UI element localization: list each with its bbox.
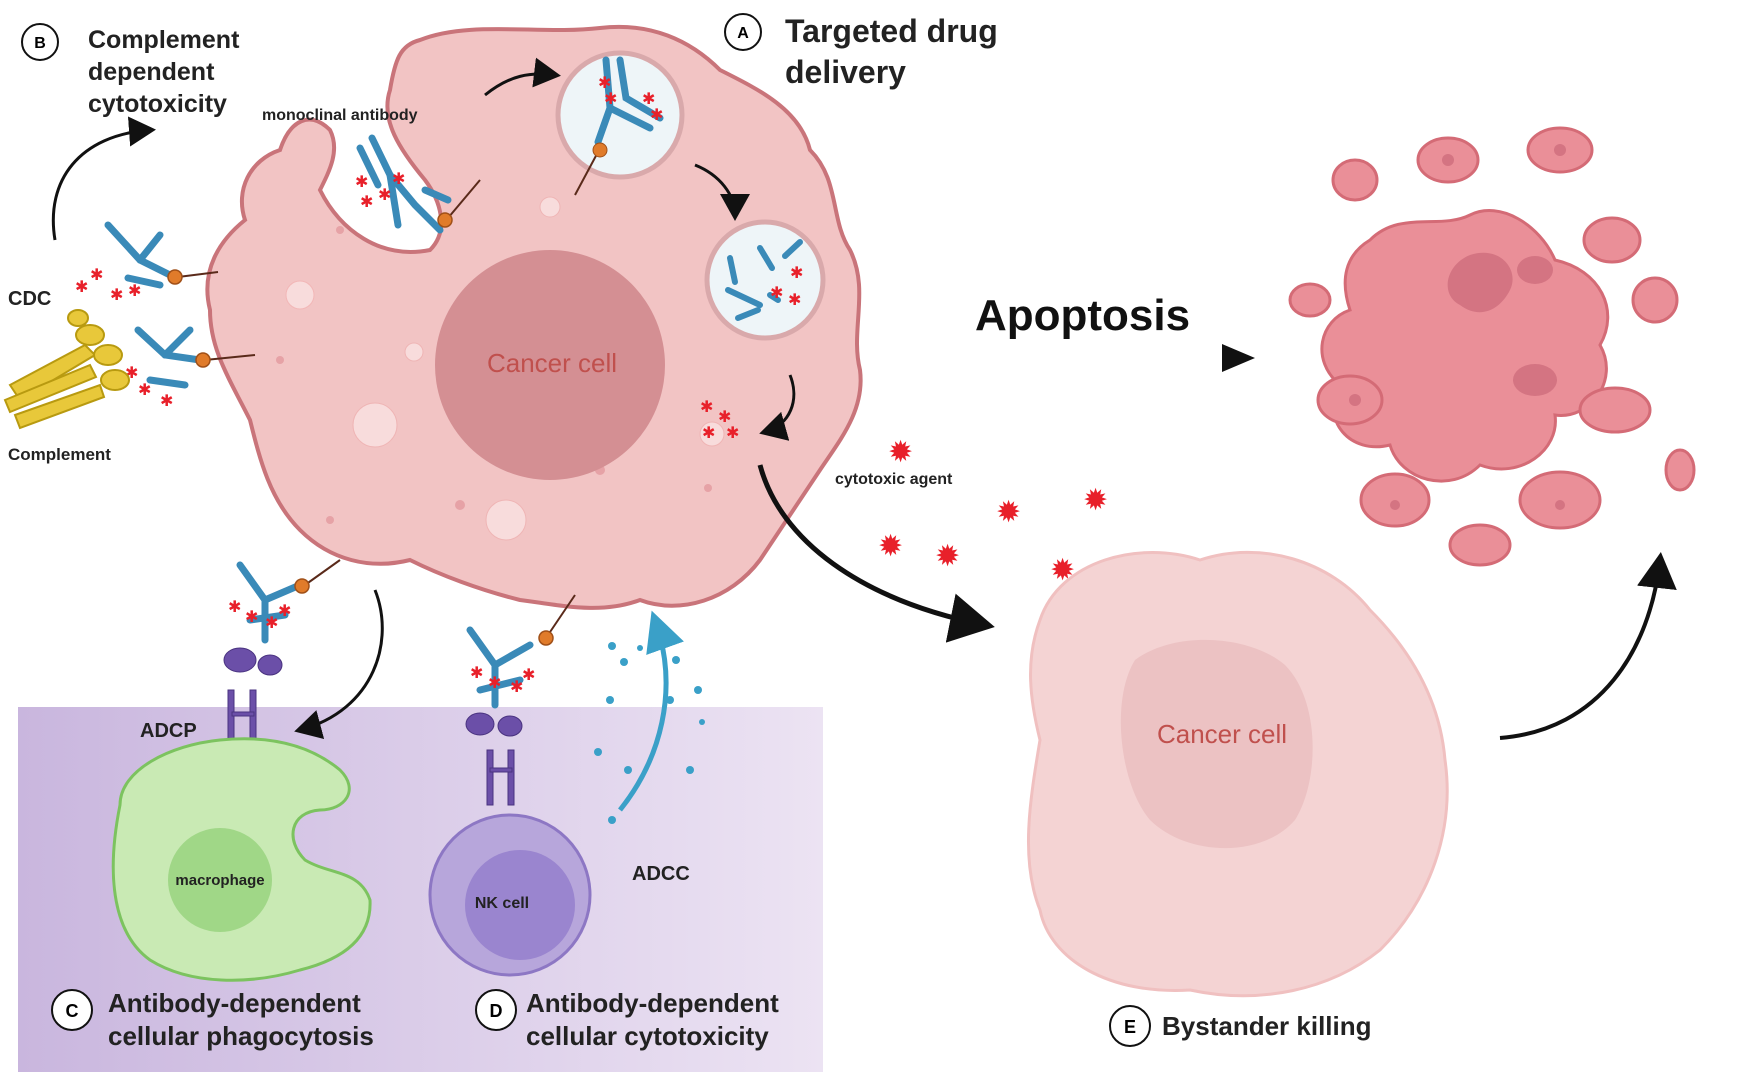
- svg-text:✹: ✹: [935, 540, 960, 573]
- apoptotic-cell: [1288, 126, 1696, 567]
- svg-text:✱: ✱: [138, 382, 151, 399]
- svg-text:✱: ✱: [90, 267, 103, 284]
- linker-nodes: [167, 212, 554, 646]
- apoptotic-cell-details: [1349, 144, 1566, 510]
- svg-text:✱: ✱: [790, 265, 803, 282]
- svg-text:✱: ✱: [770, 285, 783, 302]
- svg-text:A: A: [737, 25, 749, 42]
- svg-text:✱: ✱: [360, 194, 373, 211]
- linkers: [177, 179, 576, 636]
- title-cdc-line2: dependent: [88, 58, 215, 86]
- label-A: A: [724, 13, 762, 51]
- svg-text:✱: ✱: [228, 599, 241, 616]
- svg-text:✹: ✹: [888, 436, 913, 469]
- svg-text:✱: ✱: [128, 283, 141, 300]
- svg-text:D: D: [490, 1001, 503, 1021]
- annotation-cdc: CDC: [8, 288, 51, 310]
- svg-text:✱: ✱: [718, 409, 731, 426]
- svg-text:✱: ✱: [604, 91, 617, 108]
- main-cancer-cell-label: Cancer cell: [487, 348, 617, 378]
- annotation-complement: Complement: [8, 445, 111, 464]
- svg-text:✱: ✱: [470, 665, 483, 682]
- svg-text:✱: ✱: [355, 174, 368, 191]
- svg-text:✱: ✱: [788, 292, 801, 309]
- bystander-cancer-cell: Cancer cell: [1026, 550, 1449, 998]
- annotation-cytotoxic-agent: cytotoxic agent: [835, 471, 953, 488]
- svg-text:✱: ✱: [488, 675, 501, 692]
- drug-payloads: ✱✱✱✱ ✱✱✱✱ ✱✱✱ ✱✱✱✱ ✱✱✱✱ ✱✱✱ ✱✱✱✱ ✱✱✱✱: [75, 75, 803, 696]
- title-cdc-line3: cytotoxicity: [88, 90, 227, 118]
- process-arrows: [51, 57, 1677, 740]
- svg-text:✱: ✱: [392, 171, 405, 188]
- svg-text:✱: ✱: [700, 399, 713, 416]
- svg-text:✱: ✱: [278, 603, 291, 620]
- title-adcc-line2: cellular cytotoxicity: [526, 1021, 769, 1051]
- label-C: C: [51, 989, 93, 1031]
- svg-text:✱: ✱: [75, 279, 88, 296]
- svg-text:✹: ✹: [996, 496, 1021, 529]
- title-cdc-line1: Complement: [88, 26, 240, 54]
- title-adcc-line1: Antibody-dependent: [526, 988, 779, 1018]
- label-B: B: [21, 23, 59, 61]
- svg-text:✱: ✱: [245, 609, 258, 626]
- svg-text:✱: ✱: [642, 91, 655, 108]
- complement-protein: [3, 309, 130, 430]
- antibody-group: [104, 134, 534, 709]
- svg-text:✱: ✱: [702, 425, 715, 442]
- main-nucleus: [435, 250, 665, 480]
- annotation-adcp: ADCP: [140, 720, 197, 742]
- title-targeted-line1: Targeted drug: [785, 13, 998, 49]
- adcc-granules: [594, 642, 705, 824]
- svg-text:E: E: [1124, 1017, 1136, 1037]
- svg-text:✱: ✱: [522, 667, 535, 684]
- title-bystander: Bystander killing: [1162, 1011, 1372, 1041]
- title-adcp-line2: cellular phagocytosis: [108, 1021, 374, 1051]
- svg-text:✱: ✱: [160, 393, 173, 410]
- svg-text:✹: ✹: [1083, 484, 1108, 517]
- svg-text:✱: ✱: [726, 425, 739, 442]
- adcc-arrow: [618, 610, 684, 812]
- svg-text:✱: ✱: [510, 679, 523, 696]
- apoptosis-arrow-head: [1222, 344, 1255, 372]
- title-adcp-line1: Antibody-dependent: [108, 988, 361, 1018]
- svg-text:✱: ✱: [110, 287, 123, 304]
- bystander-cancer-cell-label: Cancer cell: [1157, 719, 1287, 749]
- endosome-1: [555, 50, 685, 196]
- svg-text:✱: ✱: [265, 615, 278, 632]
- title-apoptosis: Apoptosis: [975, 291, 1190, 340]
- nk-cell-label: NK cell: [475, 895, 529, 912]
- endosome-2: [704, 219, 826, 341]
- svg-text:✱: ✱: [650, 107, 663, 124]
- annotation-monoclonal: monoclinal antibody: [262, 107, 418, 124]
- label-D: D: [475, 989, 517, 1031]
- macrophage-cell: macrophage: [111, 737, 372, 982]
- svg-text:✱: ✱: [378, 187, 391, 204]
- svg-text:✱: ✱: [598, 75, 611, 92]
- main-cancer-cell: Cancer cell: [205, 24, 863, 610]
- svg-text:C: C: [66, 1001, 79, 1021]
- svg-text:B: B: [34, 35, 46, 52]
- title-targeted-line2: delivery: [785, 54, 906, 90]
- macrophage-label: macrophage: [175, 872, 264, 889]
- svg-text:✹: ✹: [878, 530, 903, 563]
- label-E: E: [1109, 1005, 1151, 1047]
- nk-cell: NK cell: [428, 813, 592, 977]
- annotation-adcc: ADCC: [632, 863, 690, 885]
- fc-receptors: [223, 647, 523, 806]
